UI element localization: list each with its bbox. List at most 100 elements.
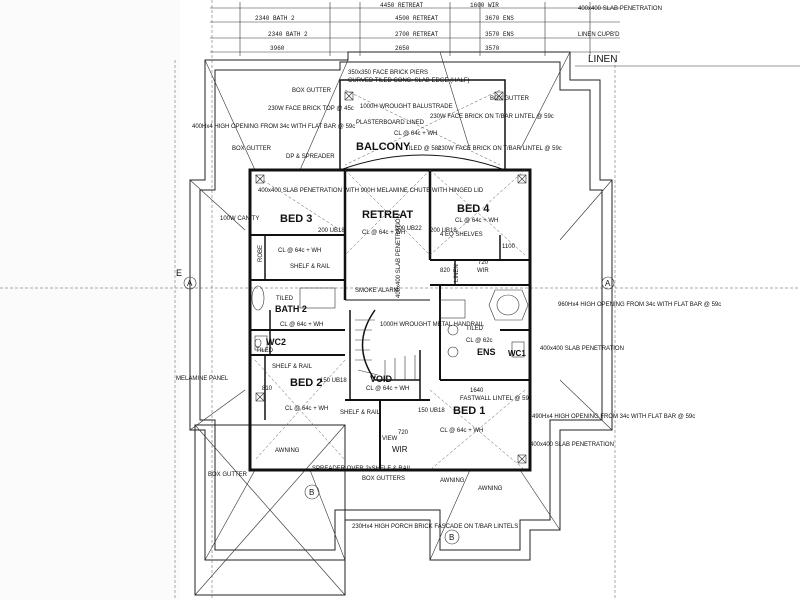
note-melamine-panel: MELAMINE PANEL: [176, 376, 229, 382]
room-retreat: RETREAT: [362, 209, 413, 221]
top-right-linen-cupbd: LINEN CUPB'D: [578, 32, 620, 38]
ens-spa: [488, 289, 529, 321]
dim-top-1b: 4500 RETREAT: [395, 15, 439, 22]
dim-top-small-b: 1600 WIR: [470, 2, 499, 9]
note-metal-handrail: 1000H WROUGHT METAL HANDRAIL: [380, 322, 485, 328]
size-1100: 1100: [502, 244, 516, 250]
note-tiled-3: TILED: [256, 348, 274, 354]
grid-marker-a-left: [183, 276, 197, 290]
size-ub-150-2: 150 UB18: [418, 408, 445, 414]
dim-top-1a: 2340 BATH 2: [255, 15, 295, 22]
note-porch: 230Hx4 HIGH PORCH BRICK FASCADE ON T/BAR…: [352, 524, 518, 530]
ceiling-retreat: CL @ 64c + WH: [362, 230, 405, 236]
room-robe: ROBE: [258, 245, 264, 262]
grid-marker-b-center: [444, 529, 460, 545]
top-right-penetration: 400x400 SLAB PENETRATION: [578, 6, 662, 12]
size-810: 810: [262, 386, 273, 392]
dim-top-2b: 2700 RETREAT: [395, 31, 439, 38]
ceiling-bed4: CL @ 64c + WH: [455, 218, 498, 224]
ceiling-ens: CL @ 62c: [466, 338, 493, 344]
dim-top-3b: 2650: [395, 45, 410, 52]
ceiling-void: CL @ 64c + WH: [366, 386, 409, 392]
note-tiled-1: TILED: [276, 296, 294, 302]
roof-outline: [189, 51, 613, 561]
grid-marker-a-right: [601, 276, 615, 290]
note-slab-pen-right-2: 400x400 SLAB PENETRATION: [530, 442, 614, 448]
note-box-gutter-2: BOX GUTTER: [490, 96, 530, 102]
dim-top-3c: 3570: [485, 45, 500, 52]
note-face-brick-top: 230W FACE BRICK TOP @ 45c: [268, 106, 354, 112]
ens-basin-2: [447, 346, 459, 358]
grid-marker-b-center-label: B: [449, 533, 454, 542]
note-canity: 100W CANITY: [220, 216, 259, 222]
size-ub-200-2: 200 UB18: [318, 228, 345, 234]
note-shelf-rail-3: SHELF & RAIL: [272, 364, 313, 370]
dim-top-1c: 3670 ENS: [485, 15, 514, 22]
room-bed3: BED 3: [280, 213, 312, 225]
size-720b: 720: [398, 430, 409, 436]
note-slab-pen-right: 400x400 SLAB PENETRATION: [540, 346, 624, 352]
room-wir-bed1: WIR: [392, 445, 408, 454]
ens-shower: [439, 299, 466, 319]
downpipe-markers: [255, 91, 527, 464]
room-bed4: BED 4: [457, 203, 490, 215]
staircase: [349, 309, 421, 400]
note-slab-pen-chute: 400x400 SLAB PENETRATION WITH 900H MELAM…: [258, 188, 484, 194]
note-smoke-alarm: SMOKE ALARM: [355, 288, 399, 294]
note-fastwall-lintel: FASTWALL LINTEL @ 59c: [460, 396, 532, 402]
grid-marker-b-left-label: B: [309, 488, 314, 497]
size-820: 820: [440, 268, 451, 274]
note-awning-2: AWNING: [440, 478, 465, 484]
grid-marker-e: E: [176, 268, 182, 278]
top-dimension-lines: [210, 2, 620, 56]
room-ens: ENS: [477, 347, 496, 357]
note-opening-right-2: 490Hx4 HIGH OPENING FROM 34c WITH FLAT B…: [532, 414, 695, 420]
ceiling-bed3: CL @ 64c + WH: [278, 248, 321, 254]
room-bed1: BED 1: [453, 405, 485, 417]
note-slab-pen-mid: 400x400 SLAB PENETRATION: [396, 214, 402, 298]
note-awning-3: AWNING: [478, 486, 503, 492]
ceiling-balcony: TILED @ 58c: [405, 146, 441, 152]
room-balcony: BALCONY: [356, 141, 411, 153]
room-wc2: WC2: [266, 337, 286, 347]
ceiling-top-balcony: CL @ 64c + WH: [394, 131, 437, 137]
ceiling-bed2: CL @ 64c + WH: [285, 406, 328, 412]
note-plasterboard: PLASTERBOARD LINED: [356, 120, 425, 126]
room-wc1: WC1: [508, 349, 526, 358]
grid-marker-a-right-label: A: [605, 279, 611, 288]
ceiling-bed1: CL @ 64c + WH: [440, 428, 483, 434]
note-box-gutter-left: BOX GUTTER: [208, 472, 248, 478]
grid-marker-a-left-label: A: [187, 279, 193, 288]
room-bed2: BED 2: [290, 377, 322, 389]
wc1-toilet: [511, 341, 525, 358]
note-dp-spreader: DP & SPREADER: [286, 154, 335, 160]
note-balustrade: 1000H WROUGHT BALUSTRADE: [360, 104, 453, 110]
ceiling-diagonals: [254, 89, 526, 471]
room-wir-bed4: WIR: [477, 268, 489, 274]
note-opening-right: 960Hx4 HIGH OPENING FROM 34c WITH FLAT B…: [558, 302, 721, 308]
note-tiled-2: TILED: [466, 326, 484, 332]
note-face-brick-tbar-2: 230W FACE BRICK ON T/BAR LINTEL @ 59c: [438, 146, 562, 152]
ens-basin-1: [447, 324, 459, 336]
note-view: VIEW: [382, 436, 398, 442]
room-bath2: BATH 2: [275, 304, 307, 314]
note-box-gutter-3: BOX GUTTER: [232, 146, 272, 152]
bath2-bathtub: [251, 285, 265, 311]
ceiling-bath2: CL @ 64c + WH: [280, 322, 323, 328]
note-box-gutters: BOX GUTTERS: [362, 476, 405, 482]
note-awning-1: AWNING: [275, 448, 300, 454]
dim-top-2a: 2340 BATH 2: [268, 31, 308, 38]
note-eq-shelves: 4 EQ SHELVES: [440, 232, 483, 238]
dim-top-2c: 3570 ENS: [485, 31, 514, 38]
size-ub-200-3: 200 UB18: [430, 228, 457, 234]
dim-top-3a: 3960: [270, 45, 285, 52]
size-ub-200-1: 200 UB22: [395, 226, 422, 232]
note-spreader-over: SPREADER OVER 2xSHELF & RAIL: [312, 466, 412, 472]
note-shelf-rail-2: SHELF & RAIL: [340, 410, 381, 416]
size-1640: 1640: [470, 388, 484, 394]
size-720: 720: [478, 260, 489, 266]
note-face-brick-piers: 350x350 FACE BRICK PIERS: [348, 70, 428, 76]
note-curved-conc: CURVED TILED CONC. SLAB EDGE (HALF): [348, 78, 469, 84]
note-face-brick-tbar: 230W FACE BRICK ON T/BAR LINTEL @ 59c: [430, 114, 554, 120]
